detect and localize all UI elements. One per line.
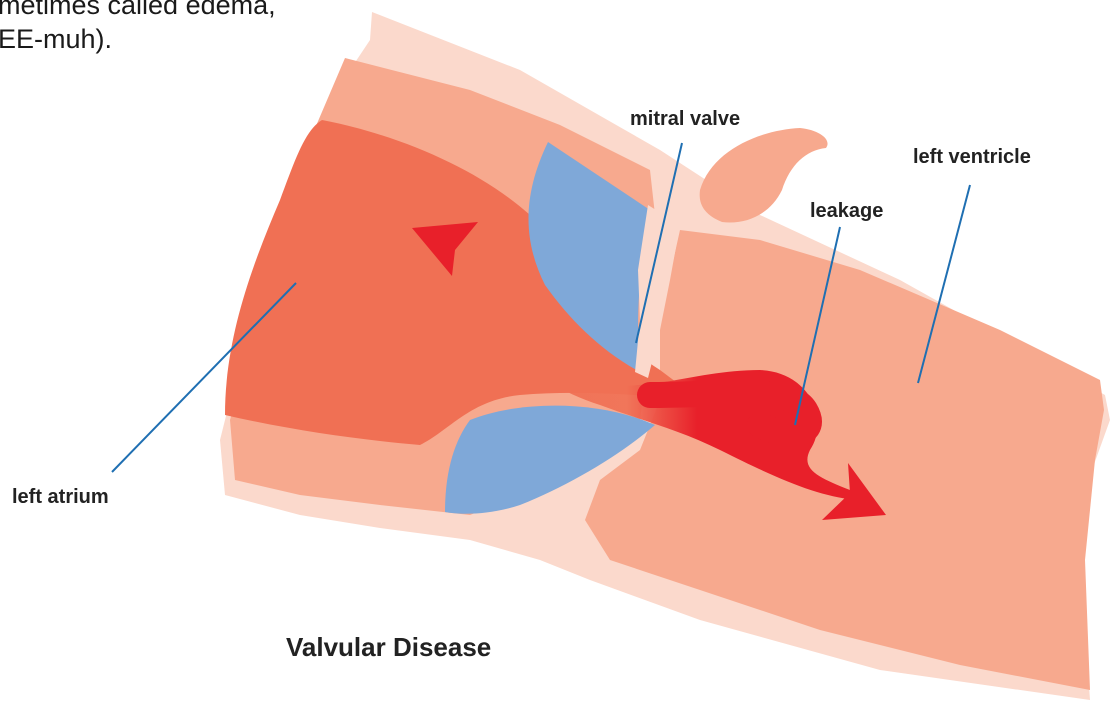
leakage-label: leakage xyxy=(810,200,883,222)
diagram-title: Valvular Disease xyxy=(286,632,491,662)
mitral-valve-label: mitral valve xyxy=(630,108,740,130)
left-ventricle-label: left ventricle xyxy=(913,146,1031,168)
aortic-flap xyxy=(700,128,828,223)
left-atrium-label: left atrium xyxy=(12,486,109,508)
